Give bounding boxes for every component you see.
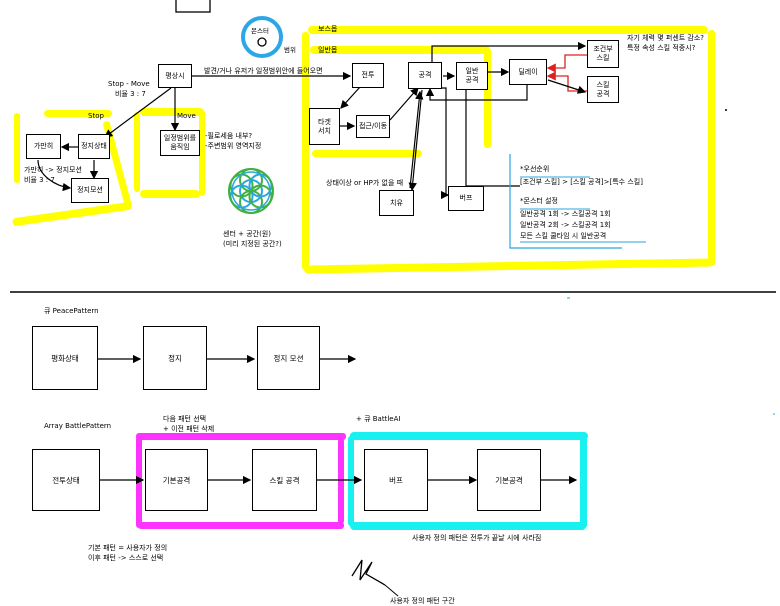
normal-attack-box: 일반 공격 bbox=[456, 62, 488, 90]
stop-box: 정지 bbox=[143, 326, 207, 390]
boss-label: 보스몹 bbox=[318, 25, 338, 33]
approach-box: 접근/이동 bbox=[356, 115, 390, 138]
stop-label: Stop bbox=[88, 112, 104, 120]
basic-pattern-note: 기본 패턴 = 사용자가 정의 이후 패턴 -> 스스로 선택 bbox=[88, 544, 168, 562]
range-label: 범위 bbox=[284, 46, 296, 54]
ai-highlight-right bbox=[580, 436, 587, 528]
idle-box: 평상시 bbox=[158, 64, 192, 88]
delay-box: 딜레이 bbox=[509, 59, 547, 85]
monster-setting-2: 일반공격 2회 -> 스킬공격 1회 bbox=[520, 221, 611, 229]
move-highlight-left bbox=[134, 112, 140, 192]
move-in-range-box: 일정범위를 움직임 bbox=[160, 130, 200, 156]
monster-label: 몬스터 bbox=[251, 27, 269, 35]
monster-setting-1: 일반공격 1회 -> 스킬공격 1회 bbox=[520, 210, 611, 218]
stop-move-label: Stop - Move bbox=[108, 80, 150, 88]
basic-attack-box-1: 기본공격 bbox=[145, 449, 208, 511]
center-note: 센터 + 공간(원) (미리 지정된 공간?) bbox=[223, 230, 282, 248]
battle-highlight-right bbox=[338, 438, 344, 524]
battle-highlight-bottom bbox=[138, 522, 344, 529]
priority-title: *우선순위 bbox=[520, 165, 550, 173]
move-highlight-right bbox=[199, 110, 205, 196]
stop-highlight-left bbox=[14, 113, 20, 183]
basic-attack-box-2: 기본공격 bbox=[477, 449, 541, 511]
priority-text: [조건부 스킬] > [스킬 공격]>[특수 스킬] bbox=[520, 178, 643, 186]
combat-highlight-top bbox=[308, 26, 708, 34]
move-note: -필로세움 내부? -주변범위 영역지정 bbox=[205, 132, 262, 150]
user-section-label: 사용자 정의 패턴 구간 bbox=[390, 597, 455, 605]
boss-note: 자기 체력 몇 퍼센트 감소? 특정 속성 스킬 적중시? bbox=[627, 34, 705, 52]
ratio-top-label: 비율 3 : 7 bbox=[115, 90, 146, 98]
stop-motion-bottom-box: 정지 모션 bbox=[257, 326, 320, 390]
move-highlight-top bbox=[140, 108, 204, 116]
scribble-mark bbox=[351, 559, 386, 586]
normal-label: 일반몹 bbox=[318, 46, 338, 54]
status-note: 상태이상 or HP가 없을 때 bbox=[326, 179, 404, 187]
attack-box: 공격 bbox=[408, 62, 442, 89]
flower-of-life-icon bbox=[228, 168, 274, 214]
monster-setting-title: *몬스터 설정 bbox=[520, 197, 558, 205]
move-label: Move bbox=[177, 112, 196, 120]
skill-attack-bottom-box: 스킬 공격 bbox=[252, 449, 317, 511]
heal-box: 치유 bbox=[379, 190, 414, 216]
battle-ai-label: + 큐 BattleAI bbox=[356, 415, 401, 423]
peace-queue-label: 큐 PeacePattern bbox=[44, 307, 99, 315]
skill-attack-box: 스킬 공격 bbox=[587, 76, 619, 103]
normal-highlight-right bbox=[484, 48, 491, 148]
combat-highlight-left bbox=[302, 32, 309, 270]
peace-state-box: 평화상태 bbox=[32, 326, 98, 390]
user-pattern-note: 사용자 정의 패턴은 전투가 끝날 시에 사라짐 bbox=[412, 534, 542, 542]
battle-array-label: Array BattlePattern bbox=[44, 422, 112, 430]
ai-highlight-bottom bbox=[350, 522, 586, 530]
battle-highlight-top bbox=[136, 433, 346, 440]
normal-highlight-top bbox=[310, 46, 490, 54]
next-pattern-note: 다음 패턴 선택 + 이전 패턴 삭제 bbox=[163, 415, 215, 433]
buff-box-bottom: 버프 bbox=[364, 449, 428, 511]
stop-highlight-top bbox=[44, 110, 112, 117]
idle-to-combat-note: 발견/거나 유저가 일정범위안에 들어오면 bbox=[204, 67, 323, 75]
combat-box: 전투 bbox=[352, 63, 384, 88]
target-search-box: 타겟 서치 bbox=[309, 108, 340, 145]
normal-highlight-bottom bbox=[312, 150, 422, 157]
stop-motion-box: 정지모션 bbox=[71, 178, 109, 203]
stop-state-box: 정지상태 bbox=[78, 134, 110, 159]
conditional-skill-box: 조건부 스킬 bbox=[587, 40, 619, 68]
combat-highlight-right bbox=[708, 30, 715, 266]
monster-setting-3: 모든 스킬 쿨타임 시 일반공격 bbox=[520, 232, 607, 240]
buff-box-top: 버프 bbox=[448, 186, 484, 211]
move-highlight-bottom bbox=[140, 190, 200, 198]
ai-highlight-left bbox=[348, 436, 354, 526]
ai-highlight-top bbox=[350, 432, 588, 440]
daydream-note: 가만히 -> 정지모션 비율 3 : 7 bbox=[24, 166, 82, 184]
daydream-box: 가만히 bbox=[26, 134, 61, 159]
battle-state-box: 전투상태 bbox=[32, 449, 100, 511]
